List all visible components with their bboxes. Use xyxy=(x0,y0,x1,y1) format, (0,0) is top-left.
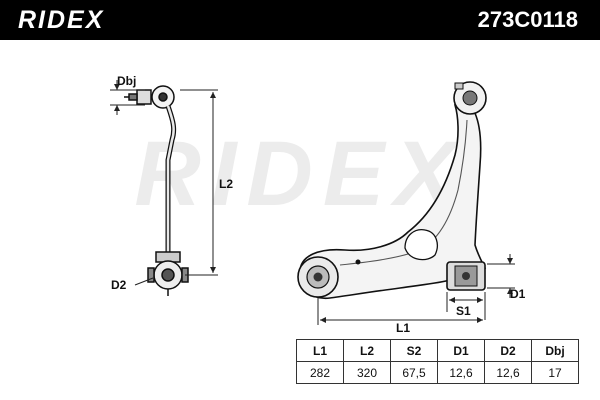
specs-value-row: 282 320 67,5 12,6 12,6 17 xyxy=(296,361,579,384)
specs-header-l1: L1 xyxy=(296,339,344,362)
d2-leader-line xyxy=(134,277,154,286)
watermark-logo: RIDEX xyxy=(134,123,465,225)
brand-logo: RIDEX xyxy=(18,6,105,34)
specs-value-dbj: 17 xyxy=(531,361,579,384)
l1-label: L1 xyxy=(396,321,410,335)
specs-value-l1: 282 xyxy=(296,361,344,384)
d1-label: D1 xyxy=(510,287,526,301)
s1-label: S1 xyxy=(456,304,471,318)
specs-header-dbj: Dbj xyxy=(531,339,579,362)
l2-dimension xyxy=(180,89,218,276)
specs-value-l2: 320 xyxy=(343,361,391,384)
l1-dimension xyxy=(317,298,483,325)
specs-value-d2: 12,6 xyxy=(484,361,532,384)
d2-label: D2 xyxy=(111,278,127,292)
stabilizer-link-drawing xyxy=(124,85,189,296)
technical-drawing: RIDEX Dbj xyxy=(110,74,526,335)
dbj-dimension xyxy=(110,80,145,115)
s1-dimension xyxy=(446,292,486,320)
specs-value-s2: 67,5 xyxy=(390,361,438,384)
specs-value-d1: 12,6 xyxy=(437,361,485,384)
control-arm-drawing xyxy=(297,81,487,299)
specs-header-d1: D1 xyxy=(437,339,485,362)
part-number: 273C0118 xyxy=(477,7,578,32)
specs-header-l2: L2 xyxy=(343,339,391,362)
specs-header-row: L1 L2 S2 D1 D2 Dbj xyxy=(296,339,579,362)
l2-label: L2 xyxy=(219,177,233,191)
d1-dimension xyxy=(487,254,515,298)
specs-table: L1 L2 S2 D1 D2 Dbj 282 320 67,5 12,6 12,… xyxy=(296,339,579,384)
dbj-label: Dbj xyxy=(117,74,136,88)
header-bar: RIDEX 273C0118 xyxy=(0,0,600,40)
specs-header-s2: S2 xyxy=(390,339,438,362)
specs-header-d2: D2 xyxy=(484,339,532,362)
